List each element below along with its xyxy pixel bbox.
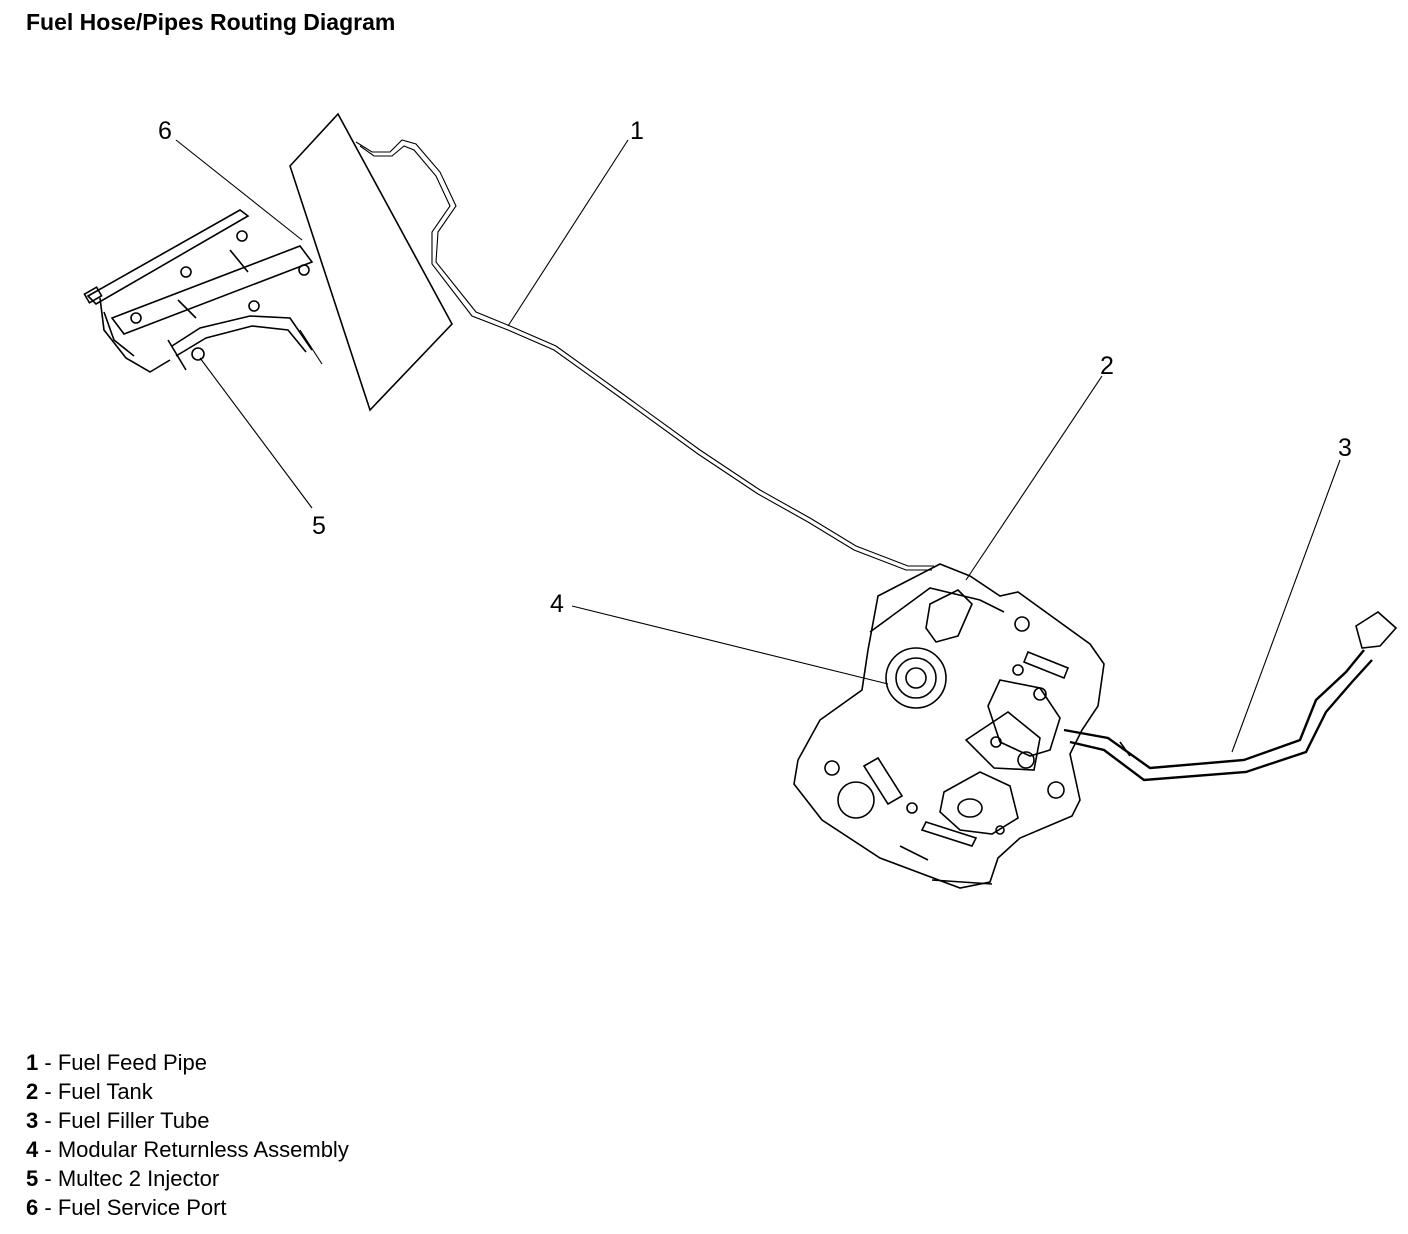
legend-item: 2 - Fuel Tank: [26, 1077, 349, 1106]
leader-2: [965, 375, 1103, 581]
legend-number: 6: [26, 1195, 39, 1220]
legend-number: 3: [26, 1108, 39, 1133]
legend-separator: -: [38, 1050, 58, 1075]
leader-3: [1231, 459, 1341, 753]
legend-item: 3 - Fuel Filler Tube: [26, 1106, 349, 1135]
callout-4: 4: [550, 590, 564, 618]
legend-item: 5 - Multec 2 Injector: [26, 1164, 349, 1193]
callout-6: 6: [158, 117, 172, 145]
callout-5: 5: [312, 512, 326, 540]
legend-item: 1 - Fuel Feed Pipe: [26, 1048, 349, 1077]
legend-number: 2: [26, 1079, 39, 1104]
fuel-filler-tube: [1063, 611, 1398, 782]
callout-3: 3: [1338, 434, 1352, 462]
leader-1: [507, 139, 629, 327]
legend-separator: -: [38, 1137, 58, 1162]
legend-number: 4: [26, 1137, 39, 1162]
legend-item: 4 - Modular Returnless Assembly: [26, 1135, 349, 1164]
diagram-title: Fuel Hose/Pipes Routing Diagram: [26, 9, 396, 35]
legend-label: Fuel Filler Tube: [57, 1108, 210, 1133]
legend-item: 6 - Fuel Service Port: [26, 1193, 349, 1222]
leader-5: [199, 357, 313, 509]
fuel-tank: [793, 563, 1105, 889]
leader-6: [175, 139, 303, 241]
legend-label: Fuel Feed Pipe: [57, 1050, 208, 1075]
legend-number: 5: [26, 1166, 39, 1191]
legend-separator: -: [38, 1079, 58, 1104]
legend-separator: -: [38, 1108, 58, 1133]
leader-4: [571, 605, 889, 685]
fuel-rail-assembly: [83, 209, 314, 373]
routing-diagram: 1 2 3 4 5 6: [83, 112, 1398, 889]
callout-1: 1: [630, 117, 644, 145]
legend-label: Fuel Service Port: [57, 1195, 227, 1220]
legend-label: Modular Returnless Assembly: [57, 1137, 349, 1162]
legend-separator: -: [38, 1195, 58, 1220]
fuel-feed-pipe: [355, 139, 934, 567]
legend-label: Fuel Tank: [57, 1079, 153, 1104]
legend-label: Multec 2 Injector: [57, 1166, 220, 1191]
legend: 1 - Fuel Feed Pipe 2 - Fuel Tank 3 - Fue…: [26, 1048, 349, 1222]
legend-separator: -: [38, 1166, 58, 1191]
callout-2: 2: [1100, 352, 1114, 380]
legend-number: 1: [26, 1050, 39, 1075]
detail-frame: [289, 112, 453, 412]
